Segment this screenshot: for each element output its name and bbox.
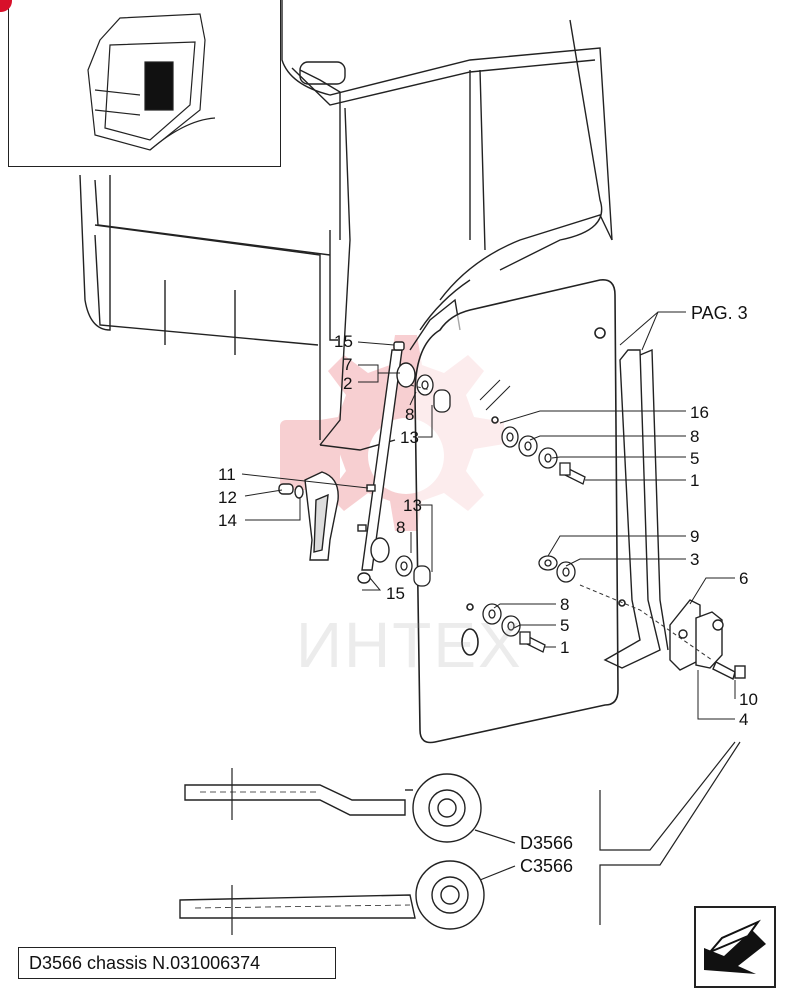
callout-8c: 8 bbox=[690, 427, 699, 446]
next-page-button[interactable] bbox=[694, 906, 776, 988]
callout-10: 10 bbox=[739, 690, 758, 709]
callout-14: 14 bbox=[218, 511, 237, 530]
callout-5b: 5 bbox=[560, 616, 569, 635]
callout-4: 4 bbox=[739, 710, 748, 729]
fastener-set-right bbox=[482, 426, 586, 653]
caption-text: D3566 chassis N.031006374 bbox=[29, 953, 261, 973]
fastener-set-upper-left bbox=[395, 374, 451, 587]
callout-13a: 13 bbox=[400, 428, 419, 447]
watermark: ИНТЕХ bbox=[296, 609, 523, 681]
window-pane bbox=[414, 278, 626, 744]
callout-1b: 1 bbox=[560, 638, 569, 657]
callout-8d: 8 bbox=[560, 595, 569, 614]
d3566-bracket-detail bbox=[184, 768, 482, 843]
callout-2: 2 bbox=[343, 374, 352, 393]
callout-9: 9 bbox=[690, 527, 699, 546]
variant-label-d3566: D3566 bbox=[520, 833, 573, 853]
callout-5a: 5 bbox=[690, 449, 699, 468]
variant-label-c3566: C3566 bbox=[520, 856, 573, 876]
c3566-bracket-detail bbox=[179, 860, 485, 935]
leader-lines bbox=[241, 311, 736, 720]
callout-8a: 8 bbox=[405, 405, 414, 424]
callout-8b: 8 bbox=[396, 518, 405, 537]
callout-13b: 13 bbox=[403, 496, 422, 515]
callout-7: 7 bbox=[343, 355, 352, 374]
stay-bracket bbox=[278, 471, 339, 561]
variant-leaders bbox=[474, 741, 741, 925]
callout-labels: 15 7 2 8 13 11 12 14 13 8 15 16 8 5 1 9 … bbox=[218, 303, 758, 876]
callout-15a: 15 bbox=[334, 332, 353, 351]
hinge-rod bbox=[357, 341, 416, 584]
cab-overview-inset bbox=[8, 0, 281, 167]
callout-15b: 15 bbox=[386, 584, 405, 603]
inset-cab-drawing bbox=[87, 13, 216, 151]
next-page-arrow-icon bbox=[704, 919, 766, 974]
callout-16: 16 bbox=[690, 403, 709, 422]
callout-11: 11 bbox=[218, 465, 236, 484]
callout-6: 6 bbox=[739, 569, 748, 588]
page-reference: PAG. 3 bbox=[691, 303, 748, 323]
callout-1a: 1 bbox=[690, 471, 699, 490]
caption-box: D3566 chassis N.031006374 bbox=[18, 947, 336, 979]
assembly-guides bbox=[409, 384, 713, 661]
callout-3: 3 bbox=[690, 550, 699, 569]
hinge-plate bbox=[669, 599, 746, 681]
callout-12: 12 bbox=[218, 488, 237, 507]
